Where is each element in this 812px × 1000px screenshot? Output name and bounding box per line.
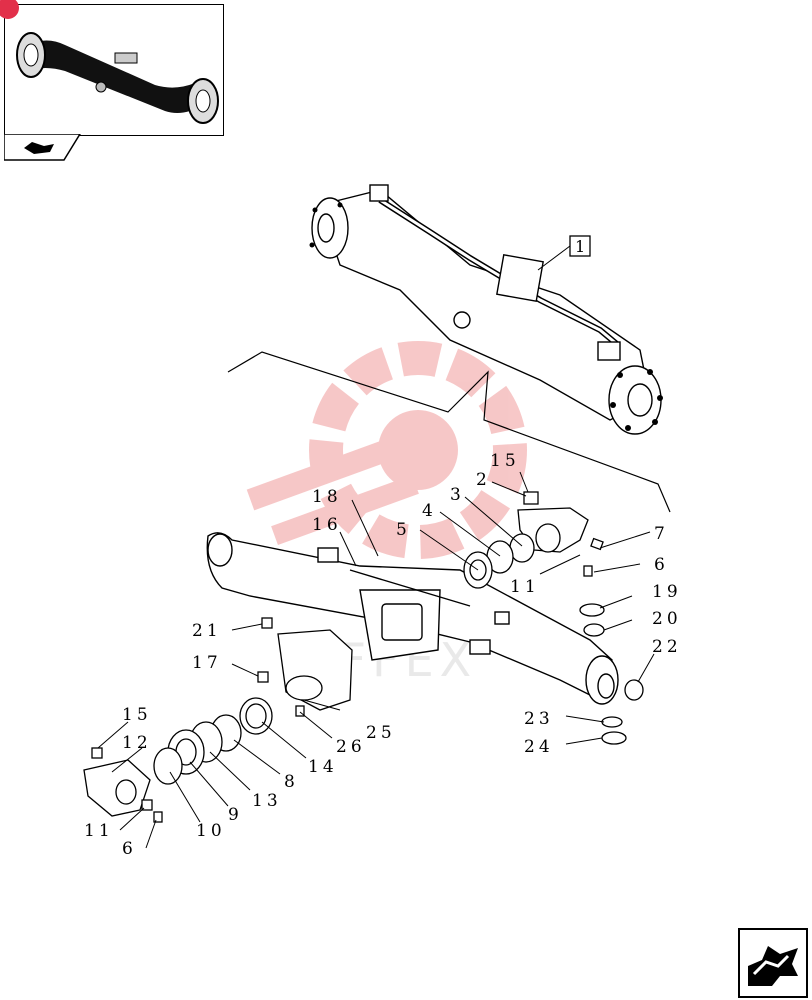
callout-11-left: 11 — [84, 821, 114, 841]
axle-thumbnail-icon — [16, 32, 219, 124]
callout-13: 13 — [252, 791, 282, 811]
left-bushings — [153, 697, 273, 785]
callout-25: 25 — [366, 723, 396, 743]
corner-badge — [0, 0, 19, 19]
callout-14: 14 — [308, 757, 338, 777]
thumbnail-panel[interactable] — [0, 0, 224, 136]
callout-24: 24 — [524, 737, 554, 757]
callout-6-right: 6 — [654, 555, 669, 575]
callout-21: 21 — [192, 621, 222, 641]
assembly-callout-label: 1 — [575, 237, 585, 256]
callout-6-left: 6 — [122, 839, 137, 859]
callout-11-right: 11 — [510, 577, 540, 597]
right-bracket — [517, 491, 589, 553]
callout-7: 7 — [654, 524, 669, 544]
callout-labels: 2 3 4 5 6 6 7 8 9 10 11 11 12 13 14 15 1… — [84, 451, 682, 859]
callout-12: 12 — [122, 733, 152, 753]
callout-23: 23 — [524, 709, 554, 729]
axle-beam — [206, 532, 619, 705]
callout-5: 5 — [396, 520, 411, 540]
callout-15-right: 15 — [490, 451, 520, 471]
hand-pointer-icon — [24, 142, 54, 154]
watermark-logo — [246, 341, 527, 559]
next-page-button[interactable] — [738, 928, 808, 998]
left-bracket — [83, 747, 163, 823]
section-break-line — [227, 351, 671, 513]
thumbnail-tab[interactable] — [4, 134, 84, 162]
callout-8: 8 — [284, 772, 299, 792]
left-support — [257, 617, 353, 717]
callout-19: 19 — [652, 582, 682, 602]
callout-9: 9 — [228, 805, 243, 825]
callout-22: 22 — [652, 637, 682, 657]
next-page-arrow-icon — [748, 946, 798, 986]
axle-assembly-view — [309, 184, 663, 435]
callout-18: 18 — [312, 487, 342, 507]
callout-17: 17 — [192, 653, 222, 673]
callout-15-left: 15 — [122, 705, 152, 725]
leader-lines — [97, 471, 655, 849]
callout-26: 26 — [336, 737, 366, 757]
callout-3: 3 — [450, 485, 465, 505]
callout-10: 10 — [196, 821, 226, 841]
callout-16: 16 — [312, 515, 342, 535]
callout-2: 2 — [476, 470, 491, 490]
callout-20: 20 — [652, 609, 682, 629]
callout-4: 4 — [422, 501, 437, 521]
